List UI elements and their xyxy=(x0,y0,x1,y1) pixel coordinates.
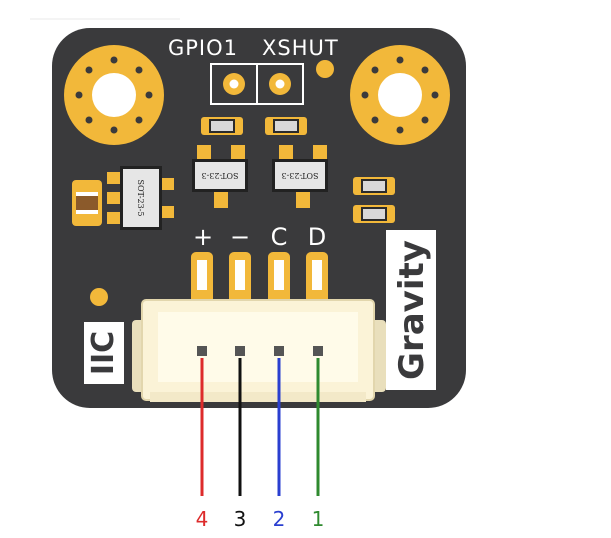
wires: 4 3 2 1 xyxy=(196,358,325,531)
wire-number-1: 1 xyxy=(312,507,325,531)
sot23-chip-right: SOT-23-3 xyxy=(272,145,328,208)
header-label-c: C xyxy=(271,223,288,251)
header-pin-pads xyxy=(191,252,328,304)
gravity-label: Gravity xyxy=(392,240,432,380)
gravity-logo-box: Gravity xyxy=(386,230,436,390)
connector-slot xyxy=(235,346,245,356)
capacitor-right-bottom xyxy=(353,205,395,223)
chip-label: SOT-23-3 xyxy=(281,171,318,180)
chip-label: SOT-23-5 xyxy=(136,179,145,216)
fiducial-dot-left xyxy=(90,288,108,306)
wire-number-3: 3 xyxy=(234,507,247,531)
fiducial-dot xyxy=(316,60,334,78)
xshut-label: XSHUT xyxy=(262,36,339,60)
wire-number-4: 4 xyxy=(196,507,209,531)
mounting-hole-right xyxy=(350,45,450,145)
header-label-minus: − xyxy=(230,223,250,251)
connector-slot xyxy=(197,346,207,356)
mounting-hole-left xyxy=(64,45,164,145)
jst-connector xyxy=(132,299,386,402)
gpio1-label: GPIO1 xyxy=(168,36,238,60)
solder-pads xyxy=(210,60,334,105)
resistor-r2 xyxy=(265,117,307,135)
wire-number-2: 2 xyxy=(273,507,286,531)
sot23-5-chip: SOT-23-5 xyxy=(107,166,174,230)
sot23-chip-left: SOT-23-3 xyxy=(192,145,248,208)
connector-slot xyxy=(313,346,323,356)
header-label-d: D xyxy=(308,223,326,251)
iic-label: IIC xyxy=(86,331,121,375)
capacitor-right-top xyxy=(353,177,395,195)
chip-label: SOT-23-3 xyxy=(201,171,238,180)
capacitor-left xyxy=(72,180,102,226)
resistor-r1 xyxy=(201,117,243,135)
connector-slot xyxy=(274,346,284,356)
iic-label-box: IIC xyxy=(84,322,124,384)
header-label-plus: + xyxy=(193,223,213,251)
